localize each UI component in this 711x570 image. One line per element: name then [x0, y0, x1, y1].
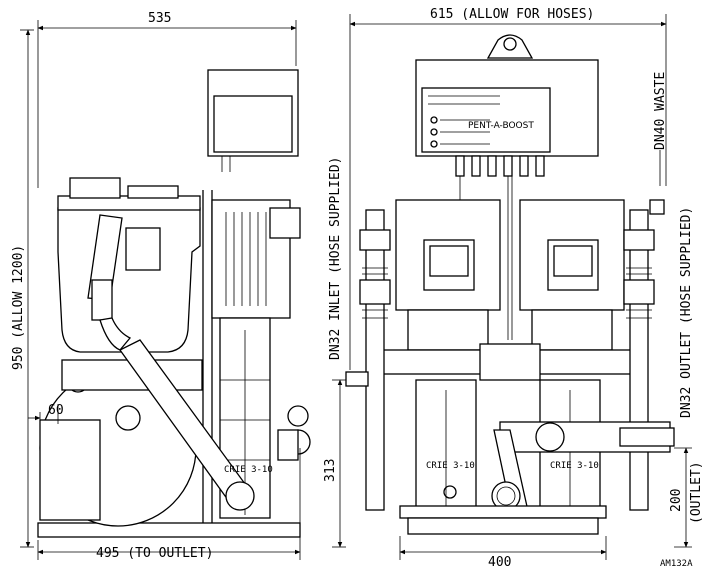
- dim-313: 313: [323, 459, 338, 482]
- front-view: PENT-A-BOOST: [323, 7, 704, 570]
- dim-200: 200: [669, 489, 684, 512]
- side-pump-label: CRIE 3-10: [224, 465, 273, 475]
- dim-400: 400: [488, 555, 511, 570]
- front-base-skid: [399, 505, 607, 519]
- side-base-skid: [37, 522, 301, 538]
- drawing-code: AM132A: [660, 559, 693, 569]
- lifting-eye: [486, 34, 534, 59]
- side-view: CRIE 3-10 535 950 (ALLOW 1200) 60 495 (T…: [11, 11, 311, 561]
- dim-495: 495 (TO OUTLET): [96, 546, 213, 561]
- inlet-label: DN32 INLET (HOSE SUPPLIED): [328, 157, 343, 361]
- outlet-label: DN32 OUTLET (HOSE SUPPLIED): [679, 207, 694, 418]
- brand-label: PENT-A-BOOST: [468, 121, 534, 131]
- waste-label: DN40 WASTE: [653, 72, 668, 150]
- dim-60: 60: [48, 403, 64, 418]
- dim-615: 615 (ALLOW FOR HOSES): [430, 7, 594, 22]
- dim-950: 950 (ALLOW 1200): [11, 245, 26, 370]
- dim-outlet-paren: (OUTLET): [689, 461, 704, 524]
- pump-left-label: CRIE 3-10: [426, 461, 475, 471]
- dim-535: 535: [148, 11, 171, 26]
- pump-right-label: CRIE 3-10: [550, 461, 599, 471]
